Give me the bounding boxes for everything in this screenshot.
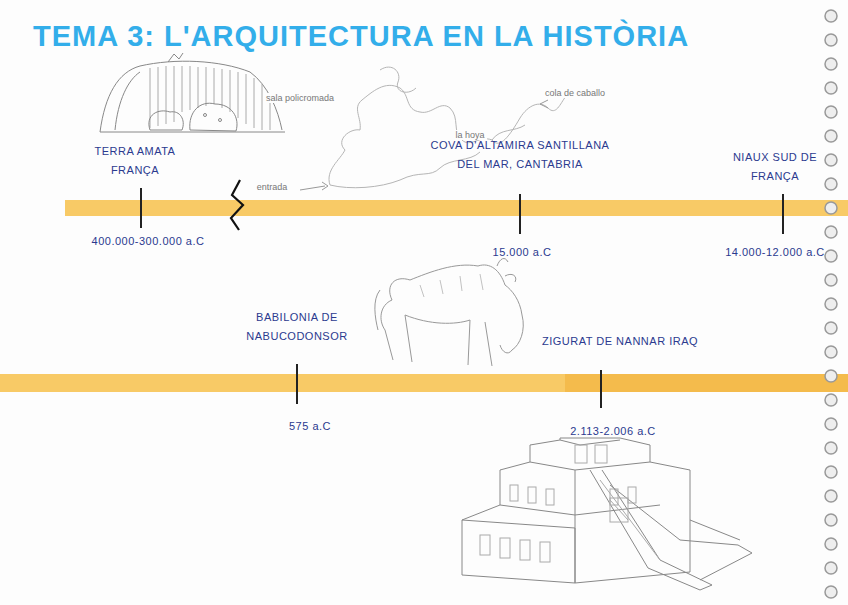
hut-sketch (100, 53, 285, 132)
date-label-text: 2.113-2.006 a.C (570, 425, 656, 437)
break-mark (231, 180, 243, 230)
sketch-note-text: sala policromada (264, 93, 336, 103)
place-label-text: NIAUX SUD DE FRANÇA (733, 151, 817, 182)
sketch-note-text: cola de caballo (543, 88, 607, 98)
date-label-text: 575 a.C (289, 420, 331, 432)
date-label: 2.113-2.006 a.C (543, 422, 683, 441)
date-label-text: 15.000 a.C (493, 246, 552, 258)
timeline-band (65, 200, 848, 216)
spiral-binding (825, 10, 837, 598)
sketch-note: entrada (247, 182, 297, 193)
tick-marks (141, 188, 783, 408)
place-label-text: TERRA AMATA FRANÇA (95, 145, 176, 176)
place-label-text: BABILONIA DE NABUCODONSOR (246, 311, 347, 342)
date-label: 575 a.C (260, 417, 360, 436)
timeline-band (0, 374, 848, 392)
date-label-text: 14.000-12.000 a.C (725, 246, 825, 258)
page-title: TEMA 3: L'ARQUITECTURA EN LA HISTÒRIA (33, 20, 689, 53)
sketch-note: cola de caballo (535, 88, 615, 99)
date-label: 15.000 a.C (467, 243, 577, 262)
place-label: BABILONIA DE NABUCODONSOR (222, 308, 372, 346)
date-label: 400.000-300.000 a.C (63, 232, 233, 251)
place-label: ZIGURAT DE NANNAR IRAQ (530, 332, 710, 351)
place-label-text: ZIGURAT DE NANNAR IRAQ (542, 335, 698, 347)
sketch-note-text: la hoya (453, 130, 486, 140)
place-label-text: COVA D'ALTAMIRA SANTILLANA DEL MAR, CANT… (431, 139, 610, 170)
place-label: NIAUX SUD DE FRANÇA (727, 148, 823, 186)
ziggurat-sketch (462, 438, 752, 590)
date-label-text: 400.000-300.000 a.C (92, 235, 205, 247)
timeline-band (565, 374, 848, 392)
sketch-note-text: entrada (255, 182, 290, 192)
place-label: COVA D'ALTAMIRA SANTILLANA DEL MAR, CANT… (430, 136, 610, 174)
bison-sketch (375, 259, 523, 366)
date-label: 14.000-12.000 a.C (710, 243, 840, 262)
title-text: TEMA 3: L'ARQUITECTURA EN LA HISTÒRIA (33, 20, 689, 52)
cave-map-sketch (300, 67, 566, 190)
place-label: TERRA AMATA FRANÇA (80, 142, 190, 180)
sketch-note: sala policromada (255, 93, 345, 104)
